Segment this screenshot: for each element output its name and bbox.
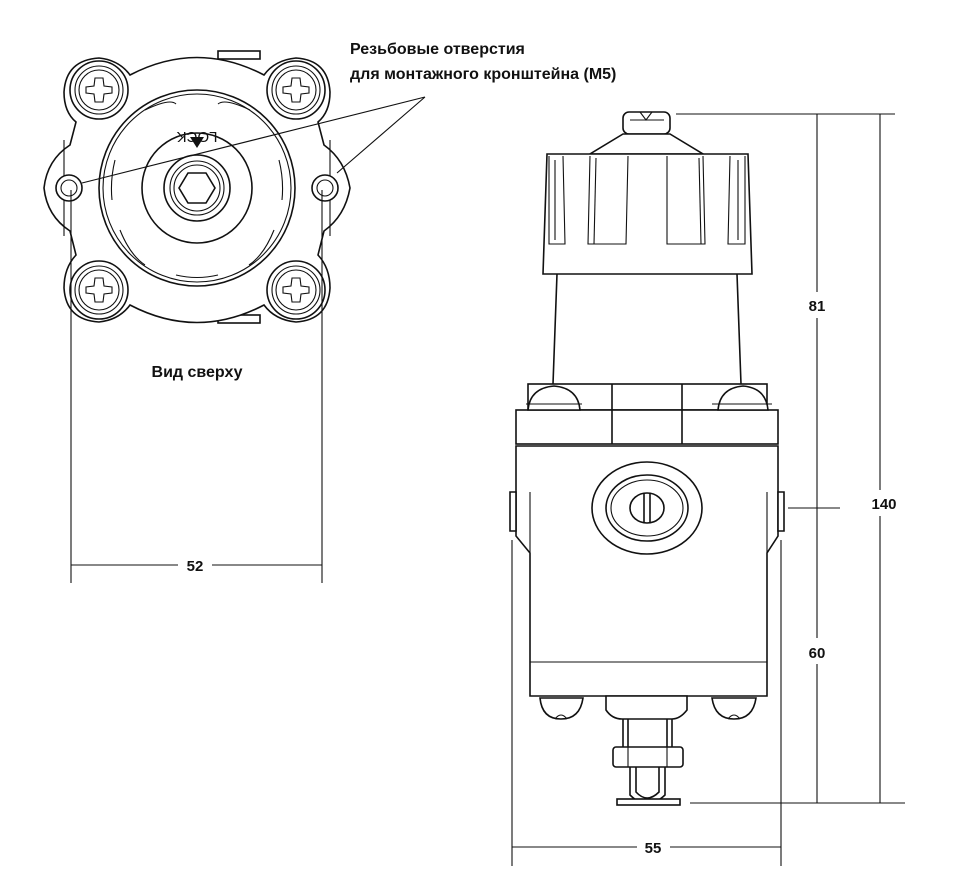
- right-ear: [777, 491, 785, 532]
- top-view-caption: Вид сверху: [152, 364, 243, 381]
- drain-nut: [612, 746, 684, 768]
- lock-arrow-icon: [190, 137, 204, 148]
- dimension-81: 81: [809, 298, 826, 315]
- dimension-60: 60: [809, 645, 826, 662]
- body-edges: [529, 492, 768, 663]
- regulator-body: [515, 445, 779, 697]
- dimension-52: 52: [187, 558, 204, 575]
- height-extension-lines: [676, 113, 905, 804]
- knob-inner-ring: [102, 93, 292, 283]
- bonnet-bolt-left: [520, 385, 598, 411]
- knob-flutes: [548, 155, 746, 245]
- mounting-hole-left: [55, 174, 83, 202]
- lock-marking: LOCK: [177, 128, 218, 145]
- bonnet: [552, 273, 742, 385]
- drain-loop: [629, 767, 666, 805]
- left-ear: [509, 491, 517, 532]
- cross-recess-icon: [85, 77, 113, 103]
- mounting-holes-label-line1: Резьбовые отверстия: [350, 41, 525, 58]
- knob-outer-ring: [98, 89, 296, 287]
- corner-screw-tl: [69, 60, 129, 120]
- side-view: 81 60 140 55: [509, 111, 905, 866]
- corner-screw-tr: [266, 60, 326, 120]
- corner-screw-br: [266, 260, 326, 320]
- plug-slot-icon: [629, 492, 665, 524]
- bottom-bolts: [539, 697, 757, 720]
- gauge-port: [591, 461, 703, 555]
- leader-lines: [81, 96, 426, 184]
- dimension-52-lines: [70, 190, 323, 583]
- bonnet-bolt-right: [700, 385, 774, 411]
- top-lock-nut: [622, 111, 671, 135]
- knob-chamfer: [587, 133, 706, 155]
- adjusting-knob: [542, 153, 753, 275]
- lower-plate: [515, 409, 779, 445]
- drain-stem: [622, 719, 673, 747]
- dimension-55-lines: [511, 540, 782, 866]
- drain-boss: [605, 695, 688, 720]
- knob-grip-slots: [110, 101, 284, 279]
- mounting-hole-right: [311, 174, 339, 202]
- dimension-55: 55: [645, 840, 662, 857]
- corner-screw-bl: [69, 260, 129, 320]
- lock-ring: [141, 132, 253, 244]
- center-block: [611, 384, 683, 444]
- adjuster-ring: [163, 154, 231, 222]
- drain-foot: [616, 798, 681, 806]
- mounting-holes-label-line2: для монтажного кронштейна (M5): [350, 66, 616, 83]
- top-view: LOCK 52 Резьбовые отверстия для монтажно…: [43, 41, 616, 583]
- dimension-140: 140: [871, 496, 896, 513]
- hex-nut-icon: [178, 172, 216, 204]
- top-tab: [217, 50, 261, 60]
- top-view-body-outline: [43, 56, 351, 324]
